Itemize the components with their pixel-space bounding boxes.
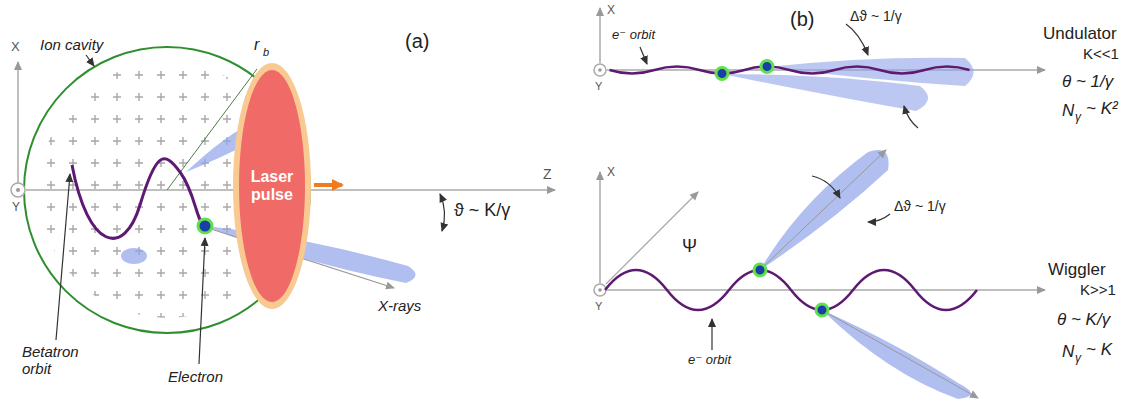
angle-label: Ψ <box>682 236 697 257</box>
angle-label: θ ~ K/γ <box>1057 310 1110 330</box>
radius-subscript: b <box>263 46 269 59</box>
regime-label: Wiggler <box>1048 260 1106 280</box>
orbit-label: e⁻ orbit <box>612 28 655 43</box>
axis-label: X <box>607 166 615 180</box>
photon-number: ~ K <box>1086 340 1112 360</box>
panel-label: (b) <box>790 8 814 31</box>
radius-label: r <box>254 36 259 54</box>
panel-label: (a) <box>405 30 429 53</box>
radiation-label: X-rays <box>378 297 421 314</box>
axis-label: X <box>11 40 20 55</box>
undulator-art <box>594 8 1045 128</box>
photon-number: N <box>1062 342 1074 362</box>
particle-label: Electron <box>168 368 223 385</box>
axis-label: Z <box>543 166 552 182</box>
orbit-label: Betatron orbit <box>22 343 92 378</box>
photon-subscript: γ <box>1075 111 1081 125</box>
parameter-label: K<<1 <box>1083 45 1119 62</box>
regime-label: Undulator <box>1043 24 1117 44</box>
angle-label: Δϑ ~ 1/γ <box>850 8 902 24</box>
wiggler-art <box>594 150 1045 399</box>
angle-label: Δϑ ~ 1/γ <box>894 198 946 214</box>
angle-label: ϑ ~ K/γ <box>454 200 510 221</box>
parameter-label: K>>1 <box>1080 281 1116 298</box>
photon-number: N <box>1062 101 1074 121</box>
pulse-label: Laser pulse <box>241 168 303 205</box>
laser-pulse: Laser pulse <box>232 62 312 310</box>
photon-number: ~ K² <box>1086 99 1118 119</box>
panel-a-art <box>11 47 555 364</box>
axis-label: Y <box>595 300 602 313</box>
axis-label: Y <box>595 80 602 93</box>
angle-label: θ ~ 1/γ <box>1062 72 1113 92</box>
photon-subscript: γ <box>1075 352 1081 366</box>
orbit-label: e⁻ orbit <box>688 353 731 368</box>
axis-label: Y <box>12 201 20 215</box>
region-label: Ion cavity <box>40 36 103 53</box>
axis-label: X <box>607 4 615 18</box>
